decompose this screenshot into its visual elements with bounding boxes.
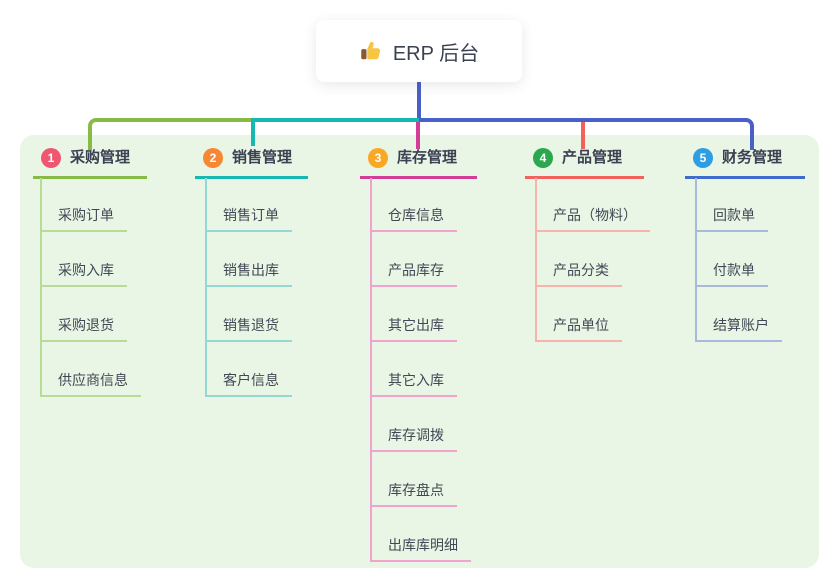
connector-left-bus-elbow [88, 118, 257, 150]
child-node[interactable]: 销售订单 [205, 206, 292, 232]
child-node[interactable]: 其它入库 [370, 371, 457, 397]
thumbs-up-icon [359, 39, 383, 63]
branch-trunk-line [40, 178, 42, 397]
child-node[interactable]: 仓库信息 [370, 206, 457, 232]
branch-label: 财务管理 [722, 149, 783, 166]
branch-label: 采购管理 [70, 149, 131, 166]
child-node[interactable]: 其它出库 [370, 316, 457, 342]
branch-index-badge: 3 [368, 148, 388, 168]
branch-label: 销售管理 [232, 149, 293, 166]
connector-drop-branch-4 [581, 122, 585, 149]
child-node[interactable]: 产品分类 [535, 261, 622, 287]
branch-trunk-line [205, 178, 207, 397]
connector-right-bus-elbow [419, 118, 754, 150]
child-node[interactable]: 销售退货 [205, 316, 292, 342]
branch-trunk-line [535, 178, 537, 342]
branch-index-badge: 2 [203, 148, 223, 168]
child-node[interactable]: 供应商信息 [40, 371, 141, 397]
branch-index-badge: 1 [41, 148, 61, 168]
child-node[interactable]: 出库库明细 [370, 536, 471, 562]
child-node[interactable]: 采购订单 [40, 206, 127, 232]
child-node[interactable]: 库存盘点 [370, 481, 457, 507]
child-node[interactable]: 结算账户 [695, 316, 782, 342]
branch-background-panel [20, 135, 819, 568]
branch-node[interactable]: 2 销售管理 [195, 147, 308, 179]
branch-index-badge: 5 [693, 148, 713, 168]
connector-teal-bus [251, 118, 419, 122]
connector-drop-branch-2 [251, 122, 255, 146]
branch-node[interactable]: 1 采购管理 [33, 147, 147, 179]
branch-trunk-line [370, 178, 372, 562]
child-node[interactable]: 销售出库 [205, 261, 292, 287]
root-title: ERP 后台 [392, 42, 480, 65]
branch-node[interactable]: 4 产品管理 [525, 147, 644, 179]
child-node[interactable]: 采购退货 [40, 316, 127, 342]
child-node[interactable]: 产品库存 [370, 261, 457, 287]
branch-trunk-line [695, 178, 697, 342]
root-node[interactable]: ERP 后台 [316, 20, 522, 82]
child-node[interactable]: 回款单 [695, 206, 768, 232]
child-node[interactable]: 采购入库 [40, 261, 127, 287]
branch-node[interactable]: 3 库存管理 [360, 147, 477, 179]
branch-label: 产品管理 [562, 149, 623, 166]
child-node[interactable]: 产品（物料） [535, 206, 650, 232]
branch-label: 库存管理 [397, 149, 458, 166]
connector-drop-branch-3 [416, 122, 420, 149]
child-node[interactable]: 库存调拨 [370, 426, 457, 452]
connector-root-stem [417, 82, 421, 118]
child-node[interactable]: 付款单 [695, 261, 768, 287]
child-node[interactable]: 客户信息 [205, 371, 292, 397]
child-node[interactable]: 产品单位 [535, 316, 622, 342]
branch-node[interactable]: 5 财务管理 [685, 147, 805, 179]
branch-index-badge: 4 [533, 148, 553, 168]
